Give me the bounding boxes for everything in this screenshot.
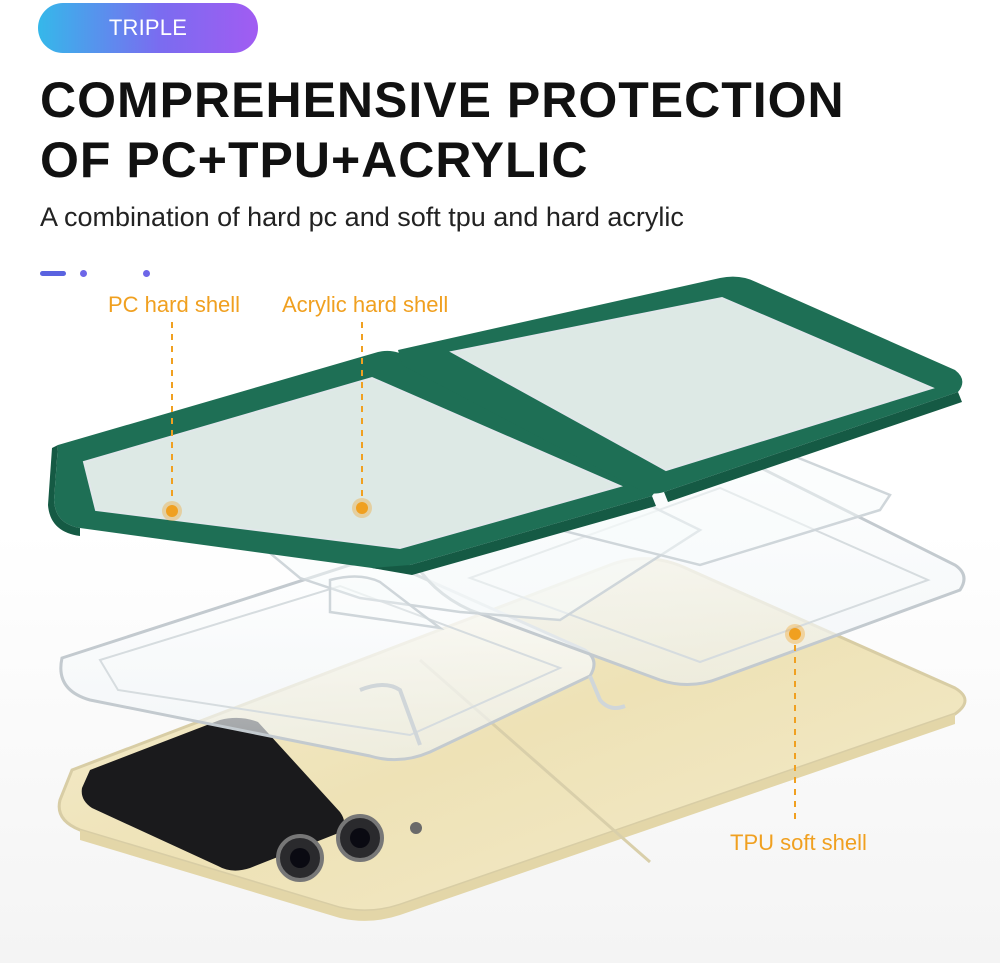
pc-hard-shell: [48, 276, 963, 575]
callout-pc-hard-shell: PC hard shell: [108, 292, 241, 317]
callout-leaders: [171, 322, 796, 822]
indicator-dot: [80, 270, 87, 277]
headline-line-1: COMPREHENSIVE PROTECTION: [40, 72, 845, 128]
indicator-active: [40, 271, 66, 276]
headline-line-2: OF PC+TPU+ACRYLIC: [40, 132, 589, 188]
indicator-dot: [143, 270, 150, 277]
callout-markers: [162, 498, 805, 644]
callout-acrylic-hard-shell: Acrylic hard shell: [282, 292, 449, 317]
cover-screen: [81, 717, 345, 871]
page-headline: COMPREHENSIVE PROTECTION OF PC+TPU+ACRYL…: [40, 70, 980, 190]
headline-subtitle: A combination of hard pc and soft tpu an…: [40, 202, 684, 232]
triple-protection-badge: TRIPLE PROTECTION: [38, 3, 258, 90]
callout-tpu-soft-shell: TPU soft shell: [730, 830, 867, 855]
camera-module-icon: [276, 814, 422, 882]
